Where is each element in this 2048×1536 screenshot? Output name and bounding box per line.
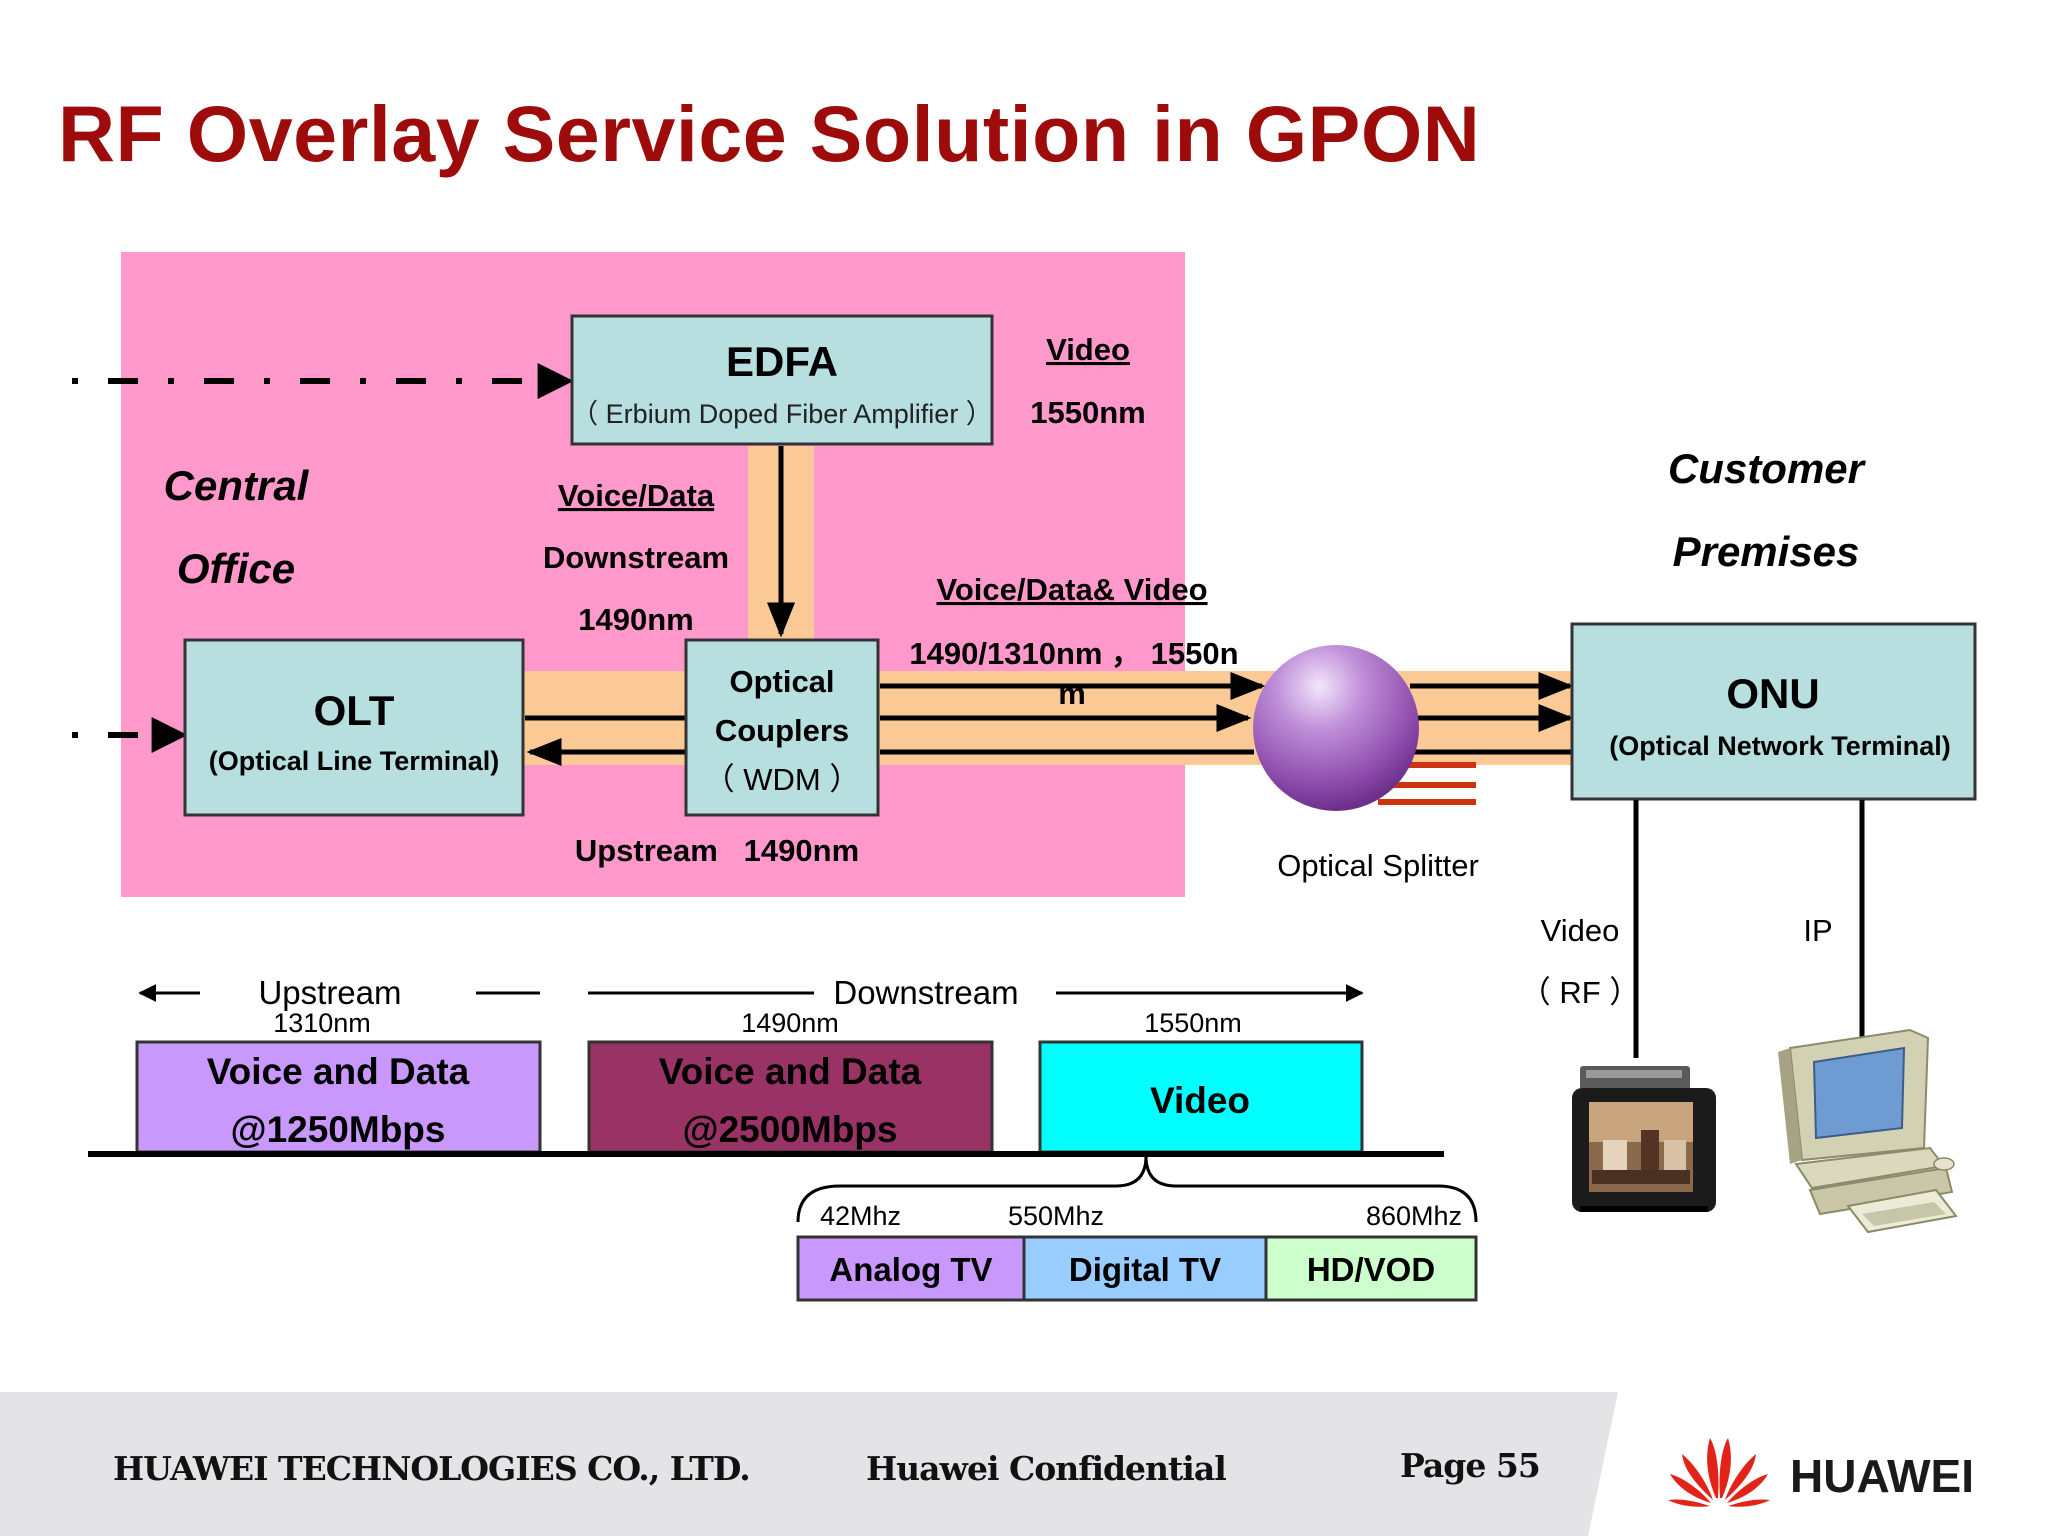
downstream-wavelength: 1490nm (578, 602, 693, 637)
central-office-label-line1: Central (164, 462, 310, 509)
onu-video-rf-label: （ RF ） (1520, 975, 1641, 1010)
computer-icon (1778, 1028, 1958, 1234)
band-1310-line2: @1250Mbps (231, 1109, 446, 1150)
rf-segment-hd-vod (1264, 1235, 1478, 1302)
onu-box (1570, 622, 1977, 801)
upstream-wavelength-label: Upstream 1490nm (575, 833, 859, 868)
footer-page-number: Page 55 (1400, 1446, 1541, 1485)
rf-segment-digital-tv-label: Digital TV (1069, 1251, 1221, 1288)
band-1550-box (1038, 1040, 1364, 1154)
rf-freq-550: 550Mhz (1008, 1201, 1104, 1231)
rf-segment-analog-tv-label: Analog TV (829, 1251, 992, 1288)
page-title: RF Overlay Service Solution in GPON (58, 89, 1481, 178)
rf-freq-860: 860Mhz (1366, 1201, 1462, 1231)
onu-video-label: Video (1541, 913, 1620, 948)
customer-premises-label-line2: Premises (1673, 528, 1860, 575)
footer-confidential: Huawei Confidential (866, 1449, 1227, 1488)
downstream-label: Downstream (543, 540, 729, 575)
onu-ip-label: IP (1803, 913, 1832, 948)
huawei-wordmark: HUAWEI (1790, 1450, 1974, 1502)
television-icon (1572, 1066, 1716, 1212)
optical-splitter-label: Optical Splitter (1277, 848, 1479, 883)
onu-description: (Optical Network Terminal) (1609, 731, 1951, 761)
optical-splitter-sphere (1253, 645, 1419, 811)
band-1490-line1: Voice and Data (659, 1051, 922, 1092)
huawei-logo: HUAWEI (1668, 1438, 1974, 1507)
combined-wavelengths-wrap: m (1058, 676, 1086, 711)
central-office-label-line2: Office (177, 545, 295, 592)
band-1490-box (587, 1040, 994, 1154)
customer-premises-label-line1: Customer (1668, 445, 1867, 492)
band-1550-wavelength: 1550nm (1144, 1008, 1242, 1038)
band-1490-wavelength: 1490nm (741, 1008, 839, 1038)
band-1490-line2: @2500Mbps (683, 1109, 898, 1150)
rf-segment-hd-vod-label: HD/VOD (1307, 1251, 1435, 1288)
band-1310-wavelength: 1310nm (273, 1008, 371, 1038)
rf-freq-42: 42Mhz (820, 1201, 901, 1231)
footer-logo-area (1588, 1392, 2048, 1536)
voice-data-label: Voice/Data (558, 478, 715, 513)
video-input-label: Video (1046, 332, 1130, 367)
band-1310-line1: Voice and Data (207, 1051, 470, 1092)
combined-wavelengths: 1490/1310nm ， 1550n (909, 636, 1238, 671)
rf-segment-digital-tv (1022, 1235, 1268, 1302)
band-1550-line1: Video (1150, 1080, 1250, 1121)
rf-segment-analog-tv (796, 1235, 1026, 1302)
edfa-description: （ Erbium Doped Fiber Amplifier ） (571, 399, 993, 429)
spectrum-downstream-label: Downstream (833, 974, 1018, 1011)
coupler-line2: Couplers (715, 713, 849, 748)
spectrum-upstream-label: Upstream (258, 974, 401, 1011)
edfa-name: EDFA (726, 338, 838, 385)
olt-description: (Optical Line Terminal) (209, 746, 500, 776)
video-input-wavelength: 1550nm (1030, 395, 1145, 430)
coupler-line3: （ WDM ） (704, 762, 861, 797)
coupler-line1: Optical (729, 664, 834, 699)
olt-name: OLT (314, 687, 395, 734)
footer-company: HUAWEI TECHNOLOGIES CO., LTD. (113, 1449, 751, 1488)
onu-name: ONU (1726, 670, 1819, 717)
optical-coupler-box (684, 638, 880, 817)
rf-band-brace (796, 1155, 1478, 1223)
combined-signal-label: Voice/Data& Video (936, 572, 1207, 607)
band-1310-box (135, 1040, 542, 1154)
olt-box (183, 638, 525, 817)
edfa-box (570, 314, 994, 446)
